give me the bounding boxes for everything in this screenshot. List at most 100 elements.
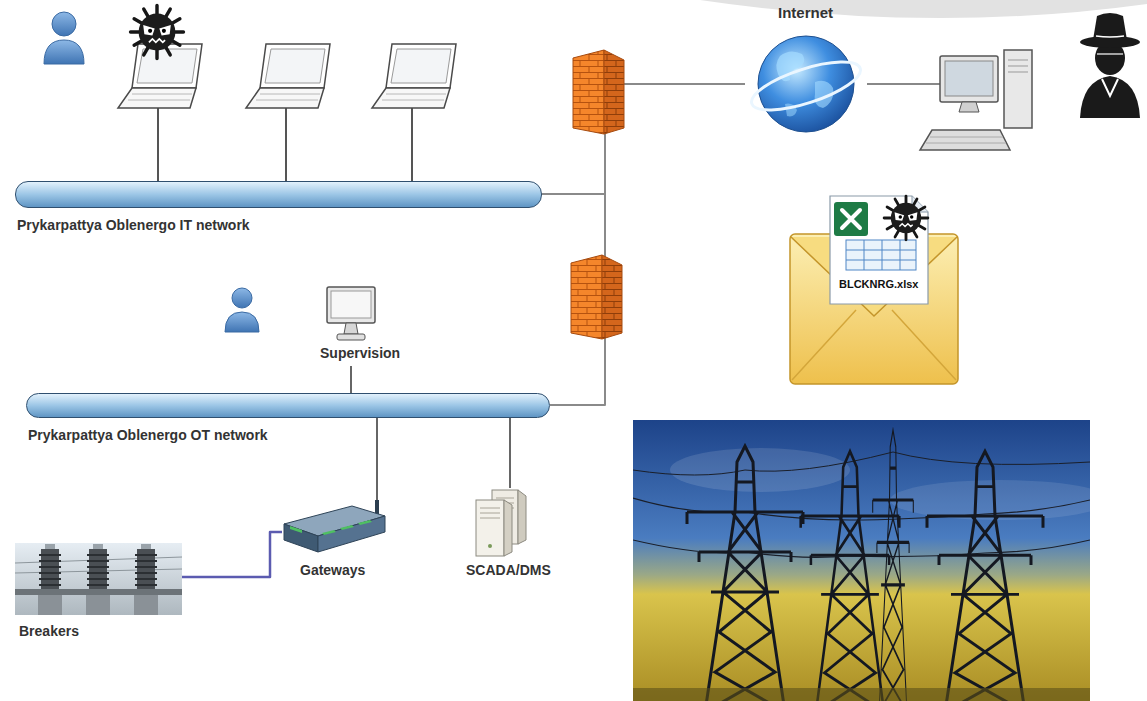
attacker-computer bbox=[1004, 50, 1032, 128]
gateway-icon bbox=[318, 516, 385, 552]
hacker-figure bbox=[1080, 13, 1140, 118]
firewall bbox=[573, 50, 624, 134]
firewall bbox=[602, 255, 622, 339]
gateway-icon bbox=[284, 524, 318, 552]
node-label: SCADA/DMS bbox=[466, 562, 551, 579]
malware-bug bbox=[131, 6, 184, 59]
breakers-photo bbox=[15, 543, 182, 615]
firewall bbox=[571, 255, 602, 339]
workstation-wires bbox=[158, 108, 412, 182]
malware-bug bbox=[131, 6, 184, 59]
phishing-email: BLCKNRG.xlsx bbox=[788, 192, 962, 388]
node-label: Gateways bbox=[300, 562, 365, 579]
email-icon bbox=[846, 240, 916, 270]
internet-globe: Internet bbox=[745, 2, 867, 142]
gateway-icon bbox=[322, 530, 336, 535]
attacker-computer bbox=[1008, 60, 1028, 72]
network-link bbox=[509, 418, 511, 488]
breakers-photo bbox=[134, 544, 158, 615]
attacker-computer bbox=[940, 56, 998, 102]
gateway-icon bbox=[358, 520, 372, 525]
operator-user bbox=[225, 312, 259, 332]
email-icon bbox=[842, 210, 860, 228]
breakers-photo bbox=[134, 595, 158, 615]
server-icon bbox=[480, 508, 500, 518]
ot-network-bus: Prykarpattya Oblenergo OT network bbox=[26, 393, 550, 448]
globe-icon bbox=[758, 36, 854, 132]
breakers-photo bbox=[39, 555, 61, 585]
attacker-computer bbox=[959, 102, 979, 112]
email-icon bbox=[792, 310, 956, 380]
hacker-figure bbox=[1102, 79, 1118, 96]
server-icon bbox=[462, 488, 554, 558]
email-icon bbox=[834, 202, 868, 236]
network-link bbox=[376, 418, 378, 500]
email-icon bbox=[790, 234, 958, 384]
gateway-node: Gateways bbox=[282, 500, 387, 583]
monitor-icon bbox=[337, 334, 365, 340]
monitor-icon bbox=[327, 287, 375, 323]
hacker-figure bbox=[1093, 13, 1127, 40]
power-towers-photo bbox=[633, 452, 1090, 475]
power-towers-photo bbox=[873, 430, 914, 701]
attacker-computer bbox=[920, 50, 1032, 150]
office-user bbox=[44, 12, 84, 64]
power-towers-photo bbox=[633, 420, 1090, 701]
breakers-photo bbox=[87, 555, 109, 585]
attacker-computer bbox=[945, 61, 993, 96]
power-towers-photo bbox=[633, 688, 1090, 701]
email-icon bbox=[884, 196, 928, 240]
server-icon bbox=[518, 490, 526, 544]
hacker-figure bbox=[1080, 76, 1140, 118]
decor-arc bbox=[700, 0, 1147, 18]
breakers-photo bbox=[135, 555, 157, 585]
breakers-node: Breakers bbox=[15, 543, 182, 644]
power-towers-photo bbox=[687, 446, 803, 701]
gateway-icon bbox=[340, 525, 354, 530]
it-network-bus: Prykarpattya Oblenergo IT network bbox=[15, 181, 542, 238]
gateway-icon bbox=[282, 500, 387, 558]
server-icon bbox=[476, 500, 504, 556]
power-towers-photo bbox=[670, 448, 850, 492]
laptop-icon bbox=[118, 44, 202, 108]
hacker-figure bbox=[1097, 53, 1123, 54]
hacker-figure bbox=[1096, 36, 1124, 37]
attacker-computer bbox=[926, 137, 1006, 143]
office-user bbox=[44, 40, 84, 64]
firewall bbox=[604, 50, 624, 134]
attacker-computer bbox=[920, 130, 1010, 150]
network-label: Prykarpattya Oblenergo OT network bbox=[28, 427, 268, 444]
network-link bbox=[350, 366, 352, 393]
hacker-figure bbox=[1080, 36, 1140, 48]
globe-icon bbox=[745, 26, 867, 142]
node-label: Internet bbox=[778, 4, 833, 22]
bus-pipe bbox=[26, 393, 550, 418]
gateway-icon bbox=[290, 526, 302, 533]
node-label: Breakers bbox=[19, 623, 79, 640]
network-label: Prykarpattya Oblenergo IT network bbox=[17, 217, 250, 234]
bus-pipe bbox=[15, 181, 542, 208]
breakers-photo bbox=[15, 589, 182, 595]
laptop-icon bbox=[372, 44, 456, 108]
workstation-wires bbox=[158, 108, 412, 182]
node-label: BLCKNRG.xlsx bbox=[839, 278, 918, 291]
laptop-icon bbox=[246, 44, 330, 108]
network-link bbox=[182, 532, 282, 577]
network-link bbox=[542, 84, 745, 194]
monitor-icon bbox=[324, 285, 378, 343]
node-label: Supervision bbox=[320, 345, 400, 362]
globe-icon bbox=[747, 52, 866, 120]
network-link bbox=[542, 194, 605, 405]
email-icon bbox=[830, 196, 928, 304]
breakers-photo bbox=[86, 595, 110, 615]
breakers-photo bbox=[15, 543, 182, 615]
breakers-photo bbox=[38, 544, 62, 615]
supervision-workstation: Supervision bbox=[316, 285, 412, 366]
firewall bbox=[571, 255, 622, 339]
operator-user bbox=[232, 288, 252, 308]
server-icon bbox=[488, 544, 492, 548]
office-user bbox=[52, 12, 76, 36]
email-icon bbox=[846, 240, 916, 270]
server-icon bbox=[504, 500, 512, 556]
